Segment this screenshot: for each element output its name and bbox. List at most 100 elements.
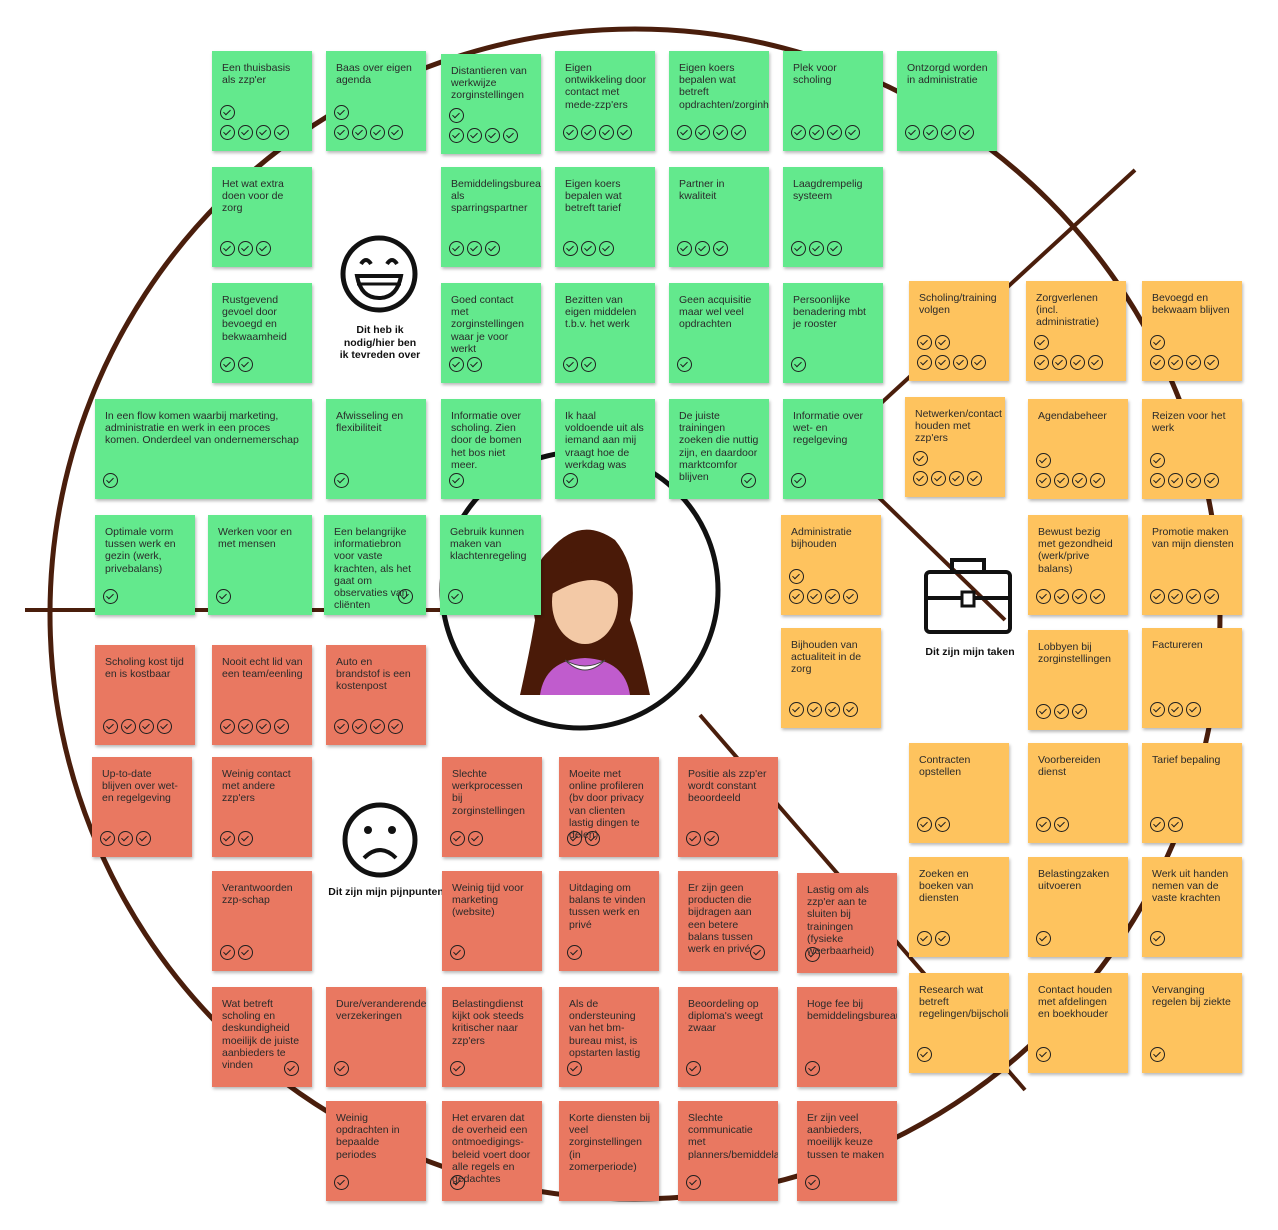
vote-checks <box>905 125 977 145</box>
note-text: Wat betreft scholing en deskundigheid mo… <box>222 998 300 1072</box>
check-icon <box>1070 355 1085 370</box>
gains-sticky-note[interactable]: Geen acquisitie maar wel veel opdrachten <box>669 283 769 383</box>
pains-sticky-note[interactable]: Beoordeling op diploma's weegt zwaar <box>678 987 778 1087</box>
tasks-sticky-note[interactable]: Vervanging regelen bij ziekte <box>1142 973 1242 1073</box>
pains-sticky-note[interactable]: Dure/veranderende verzekeringen <box>326 987 426 1087</box>
tasks-sticky-note[interactable]: Research wat betreft regelingen/bijschol… <box>909 973 1009 1073</box>
pains-sticky-note[interactable]: Hoge fee bij bemiddelingsbureaus <box>797 987 897 1087</box>
gains-sticky-note[interactable]: Werken voor en met mensen <box>208 515 312 615</box>
gains-sticky-note[interactable]: Informatie over scholing. Zien door de b… <box>441 399 541 499</box>
gains-sticky-note[interactable]: Plek voor scholing <box>783 51 883 151</box>
tasks-sticky-note[interactable]: Agendabeheer <box>1028 399 1128 499</box>
check-icon <box>567 1061 582 1076</box>
check-icon <box>1168 355 1183 370</box>
check-icon <box>1036 473 1051 488</box>
check-icon <box>398 589 413 604</box>
gains-sticky-note[interactable]: Het wat extra doen voor de zorg <box>212 167 312 267</box>
pains-sticky-note[interactable]: Auto en brandstof is een kostenpost <box>326 645 426 745</box>
tasks-sticky-note[interactable]: Voorbereiden dienst <box>1028 743 1128 843</box>
check-icon <box>284 1061 299 1076</box>
tasks-sticky-note[interactable]: Belastingzaken uitvoeren <box>1028 857 1128 957</box>
check-icon <box>467 241 482 256</box>
pains-sticky-note[interactable]: Slechte communicatie met planners/bemidd… <box>678 1101 778 1201</box>
tasks-sticky-note[interactable]: Bewust bezig met gezondheid (werk/prive … <box>1028 515 1128 615</box>
vote-checks <box>334 1175 352 1195</box>
check-icon <box>334 473 349 488</box>
tasks-sticky-note[interactable]: Factureren <box>1142 628 1242 728</box>
gains-sticky-note[interactable]: Bemiddelingsbureau als sparringspartner <box>441 167 541 267</box>
gains-sticky-note[interactable]: Persoonlijke benadering mbt je rooster <box>783 283 883 383</box>
vote-checks <box>677 125 749 145</box>
pains-sticky-note[interactable]: Lastig om als zzp'er aan te sluiten bij … <box>797 873 897 973</box>
tasks-sticky-note[interactable]: Bijhouden van actualiteit in de zorg <box>781 628 881 728</box>
note-text: Bewust bezig met gezondheid (werk/prive … <box>1038 526 1113 575</box>
pains-sticky-note[interactable]: Scholing kost tijd en is kostbaar <box>95 645 195 745</box>
vote-checks <box>450 831 486 851</box>
gains-sticky-note[interactable]: Ontzorgd worden in administratie <box>897 51 997 151</box>
pains-sticky-note[interactable]: Weinig opdrachten in bepaalde periodes <box>326 1101 426 1201</box>
vote-checks <box>686 831 722 851</box>
gains-sticky-note[interactable]: Gebruik kunnen maken van klachtenregelin… <box>440 515 541 615</box>
gains-sticky-note[interactable]: Een thuisbasis als zzp'er <box>212 51 312 151</box>
pains-sticky-note[interactable]: Wat betreft scholing en deskundigheid mo… <box>212 987 312 1087</box>
gains-sticky-note[interactable]: Bezitten van eigen middelen t.b.v. het w… <box>555 283 655 383</box>
tasks-sticky-note[interactable]: Contact houden met afdelingen en boekhou… <box>1028 973 1128 1073</box>
vote-checks <box>103 719 175 739</box>
gains-sticky-note[interactable]: Optimale vorm tussen werk en gezin (werk… <box>95 515 195 615</box>
pains-sticky-note[interactable]: Up-to-date blijven over wet- en regelgev… <box>92 757 192 857</box>
tasks-sticky-note[interactable]: Zoeken en boeken van diensten <box>909 857 1009 957</box>
tasks-sticky-note[interactable]: Zorgverlenen (incl. administratie) <box>1026 281 1126 381</box>
check-icon <box>585 831 600 846</box>
check-icon <box>238 125 253 140</box>
note-text: Belastingdienst kijkt ook steeds kritisc… <box>452 998 524 1047</box>
note-text: Belastingzaken uitvoeren <box>1038 868 1110 893</box>
note-text: Slechte werkprocessen bij zorginstelling… <box>452 768 525 817</box>
check-icon <box>935 335 950 350</box>
tasks-sticky-note[interactable]: Werk uit handen nemen van de vaste krach… <box>1142 857 1242 957</box>
note-text: Optimale vorm tussen werk en gezin (werk… <box>105 526 176 575</box>
pains-sticky-note[interactable]: Weinig contact met andere zzp'ers <box>212 757 312 857</box>
gains-sticky-note[interactable]: Eigen ontwikkeling door contact met mede… <box>555 51 655 151</box>
gains-sticky-note[interactable]: De juiste trainingen zoeken die nuttig z… <box>669 399 769 499</box>
tasks-sticky-note[interactable]: Lobbyen bij zorginstellingen <box>1028 630 1128 730</box>
gains-sticky-note[interactable]: Baas over eigen agenda <box>326 51 426 151</box>
pains-sticky-note[interactable]: Uitdaging om balans te vinden tussen wer… <box>559 871 659 971</box>
gains-sticky-note[interactable]: Een belangrijke informatiebron voor vast… <box>324 515 426 615</box>
tasks-sticky-note[interactable]: Bevoegd en bekwaam blijven <box>1142 281 1242 381</box>
gains-sticky-note[interactable]: Partner in kwaliteit <box>669 167 769 267</box>
gains-sticky-note[interactable]: Eigen koers bepalen wat betreft tarief <box>555 167 655 267</box>
pains-sticky-note[interactable]: Positie als zzp'er wordt constant beoord… <box>678 757 778 857</box>
tasks-sticky-note[interactable]: Administratie bijhouden <box>781 515 881 615</box>
gains-sticky-note[interactable]: Rustgevend gevoel door bevoegd en bekwaa… <box>212 283 312 383</box>
tasks-sticky-note[interactable]: Promotie maken van mijn diensten <box>1142 515 1242 615</box>
tasks-sticky-note[interactable]: Scholing/training volgen <box>909 281 1009 381</box>
gains-sticky-note[interactable]: Ik haal voldoende uit als iemand aan mij… <box>555 399 655 499</box>
pains-sticky-note[interactable]: Nooit echt lid van een team/eenling <box>212 645 312 745</box>
tasks-sticky-note[interactable]: Netwerken/contact houden met zzp'ers <box>905 397 1005 497</box>
note-text: Er zijn geen producten die bijdragen aan… <box>688 882 753 956</box>
tasks-sticky-note[interactable]: Reizen voor het werk <box>1142 399 1242 499</box>
gains-sticky-note[interactable]: In een flow komen waarbij marketing, adm… <box>95 399 312 499</box>
vote-checks <box>791 473 809 493</box>
pains-sticky-note[interactable]: Weinig tijd voor marketing (website) <box>442 871 542 971</box>
pains-sticky-note[interactable]: Belastingdienst kijkt ook steeds kritisc… <box>442 987 542 1087</box>
pains-sticky-note[interactable]: Er zijn veel aanbieders, moeilijk keuze … <box>797 1101 897 1201</box>
gains-sticky-note[interactable]: Goed contact met zorginstellingen waar j… <box>441 283 541 383</box>
check-icon <box>695 241 710 256</box>
gains-sticky-note[interactable]: Afwisseling en flexibiliteit <box>326 399 426 499</box>
pains-sticky-note[interactable]: Slechte werkprocessen bij zorginstelling… <box>442 757 542 857</box>
tasks-sticky-note[interactable]: Tarief bepaling <box>1142 743 1242 843</box>
gains-sticky-note[interactable]: Informatie over wet- en regelgeving <box>783 399 883 499</box>
gains-sticky-note[interactable]: Laagdrempelig systeem <box>783 167 883 267</box>
vote-checks <box>284 1061 302 1081</box>
gains-sticky-note[interactable]: Eigen koers bepalen wat betreft opdracht… <box>669 51 769 151</box>
gains-sticky-note[interactable]: Distantieren van werkwijze zorginstellin… <box>441 54 541 154</box>
pains-sticky-note[interactable]: Het ervaren dat de overheid een ontmoedi… <box>442 1101 542 1201</box>
pains-sticky-note[interactable]: Verantwoorden zzp-schap <box>212 871 312 971</box>
pains-sticky-note[interactable]: Als de ondersteuning van het bm-bureau m… <box>559 987 659 1087</box>
pains-sticky-note[interactable]: Er zijn geen producten die bijdragen aan… <box>678 871 778 971</box>
pains-sticky-note[interactable]: Korte diensten bij veel zorginstellingen… <box>559 1101 659 1201</box>
note-text: Goed contact met zorginstellingen waar j… <box>451 294 524 355</box>
tasks-sticky-note[interactable]: Contracten opstellen <box>909 743 1009 843</box>
pains-sticky-note[interactable]: Moeite met online profileren (bv door pr… <box>559 757 659 857</box>
